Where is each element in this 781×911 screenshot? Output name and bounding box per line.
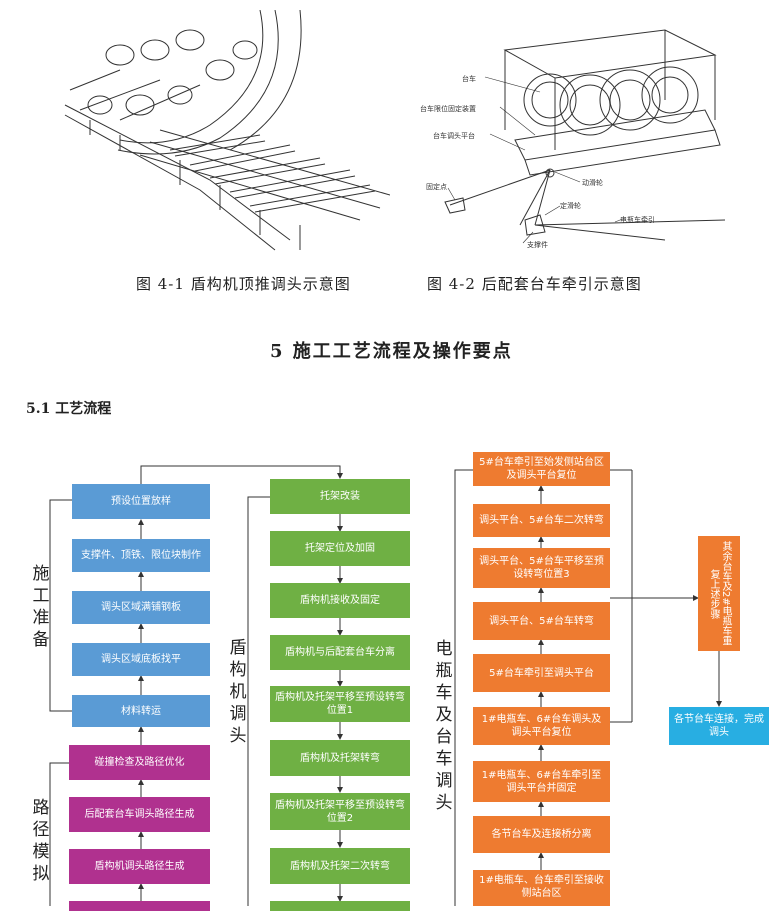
flow-box-battery-6: 1#电瓶车、6#台车调头及调头平台复位 — [473, 707, 610, 745]
flow-box-shield-1: 托架改装 — [270, 479, 410, 514]
flow-box-battery-3: 调头平台、5#台车平移至预设转弯位置3 — [473, 548, 610, 588]
flow-box-shield-7: 盾构机及托架平移至预设转弯位置2 — [270, 793, 410, 830]
fig42-caption: 图 4-2 后配套台车牵引示意图 — [427, 275, 642, 293]
fig42-label-fixed-pulley: 定滑轮 — [560, 202, 581, 210]
flow-box-battery-1: 5#台车牵引至始发侧站台区及调头平台复位 — [473, 452, 610, 486]
section-subtitle: 5.1 工艺流程 — [26, 401, 112, 417]
flow-box-shield-6: 盾构机及托架转弯 — [270, 740, 410, 776]
flow-box-battery-2: 调头平台、5#台车二次转弯 — [473, 504, 610, 537]
flow-box-repeat-text: 其余台车及2#电瓶车重复上述步骤 — [708, 541, 731, 646]
group-label-prep: 施工准备 — [32, 564, 50, 650]
fig42-label-trolley: 台车 — [462, 75, 476, 83]
flow-box-shield-3: 盾构机接收及固定 — [270, 583, 410, 618]
flow-box-shield-2: 托架定位及加固 — [270, 531, 410, 566]
flow-box-path-1: 碰撞检查及路径优化 — [69, 745, 210, 780]
fig42-label-moving-pulley: 动滑轮 — [582, 179, 603, 187]
group-label-shield: 盾构机调头 — [229, 638, 247, 746]
section-title: 5 施工工艺流程及操作要点 — [270, 341, 513, 362]
group-label-battery: 电瓶车及台车调头 — [435, 639, 453, 813]
flow-box-repeat: 其余台车及2#电瓶车重复上述步骤 — [698, 536, 740, 651]
flow-box-path-4-partial — [69, 901, 210, 911]
flow-box-prep-3: 调头区域满铺钢板 — [72, 591, 210, 624]
flow-box-path-2: 后配套台车调头路径生成 — [69, 797, 210, 832]
flow-box-battery-8: 各节台车及连接桥分离 — [473, 816, 610, 853]
group-label-path: 路径模拟 — [32, 798, 50, 884]
flow-box-shield-4: 盾构机与后配套台车分离 — [270, 635, 410, 670]
fig41-caption: 图 4-1 盾构机顶推调头示意图 — [136, 275, 351, 293]
flow-box-shield-8: 盾构机及托架二次转弯 — [270, 848, 410, 884]
fig41-illustration — [64, 10, 390, 251]
flow-box-battery-5: 5#台车牵引至调头平台 — [473, 654, 610, 692]
fig42-illustration — [444, 29, 726, 244]
flow-box-final: 各节台车连接，完成调头 — [669, 707, 769, 745]
flow-box-prep-5: 材料转运 — [72, 695, 210, 727]
flow-box-path-3: 盾构机调头路径生成 — [69, 849, 210, 884]
fig42-label-limit-device: 台车限位固定装置 — [420, 105, 476, 113]
flow-box-prep-1: 预设位置放样 — [72, 484, 210, 519]
flow-box-shield-9-partial — [270, 901, 410, 911]
fig42-label-support: 支撑件 — [527, 241, 548, 249]
fig42-label-battery-traction: 电瓶车牵引 — [620, 216, 655, 224]
flow-box-prep-2: 支撑件、顶铁、限位块制作 — [72, 539, 210, 572]
flow-box-prep-4: 调头区域底板找平 — [72, 643, 210, 676]
fig42-label-fixed-point: 固定点 — [426, 183, 447, 191]
flow-box-shield-5: 盾构机及托架平移至预设转弯位置1 — [270, 686, 410, 722]
flow-box-battery-7: 1#电瓶车、6#台车牵引至调头平台并固定 — [473, 761, 610, 802]
flow-box-battery-4: 调头平台、5#台车转弯 — [473, 602, 610, 640]
fig42-label-turn-platform: 台车调头平台 — [433, 132, 475, 140]
flow-box-battery-9: 1#电瓶车、台车牵引至接收侧站台区 — [473, 870, 610, 906]
